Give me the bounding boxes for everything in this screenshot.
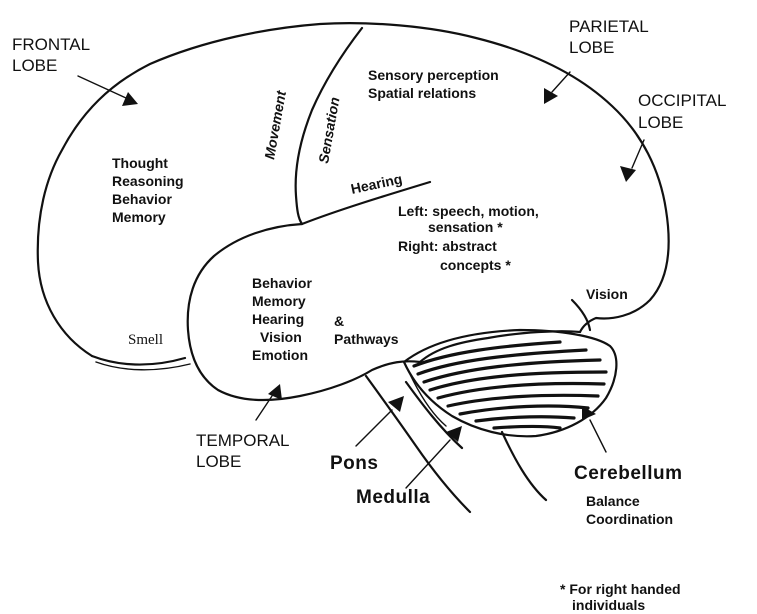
parietal-function: Spatial relations bbox=[368, 85, 476, 101]
lateral-fissure bbox=[300, 180, 432, 226]
temporal-function: Vision bbox=[260, 329, 302, 345]
frontal-underside-lower bbox=[95, 361, 191, 371]
cerebellum-outline bbox=[402, 328, 618, 438]
frontal-underside bbox=[90, 354, 187, 366]
parietal-lobe-label: PARIETAL bbox=[569, 17, 649, 36]
temporal-arrow bbox=[255, 384, 282, 421]
frontal-lobe-label-2: LOBE bbox=[12, 56, 57, 75]
frontal-function: Thought bbox=[112, 155, 168, 171]
medulla-arrow bbox=[405, 426, 462, 489]
hemisphere-right-2: concepts * bbox=[440, 257, 511, 273]
central-sulcus bbox=[294, 26, 364, 226]
parietal-function: Sensory perception bbox=[368, 67, 499, 83]
vision-label: Vision bbox=[586, 286, 628, 302]
occipital-arrow bbox=[620, 139, 645, 182]
occipital-lobe-label: OCCIPITAL bbox=[638, 91, 726, 110]
medulla-label: Medulla bbox=[356, 487, 430, 508]
cerebellum-folia bbox=[407, 340, 608, 430]
parietal-arrow bbox=[544, 71, 571, 104]
cerebellum-arrow bbox=[582, 406, 607, 453]
cerebrum-outline bbox=[36, 22, 670, 358]
cerebellum-function: Coordination bbox=[586, 511, 673, 527]
hemisphere-left-1: Left: speech, motion, bbox=[398, 203, 539, 219]
pons-line bbox=[364, 374, 472, 514]
footnote-line-1: * For right handed bbox=[560, 581, 681, 597]
pons-label: Pons bbox=[330, 453, 378, 474]
frontal-arrow bbox=[77, 75, 138, 106]
temporal-lobe-label-2: LOBE bbox=[196, 452, 241, 471]
temporal-function: Memory bbox=[252, 293, 306, 309]
frontal-lobe-label: FRONTAL bbox=[12, 35, 90, 54]
smell-label: Smell bbox=[128, 332, 163, 348]
temporal-lobe-label: TEMPORAL bbox=[196, 431, 290, 450]
parietal-lobe-label-2: LOBE bbox=[569, 38, 614, 57]
footnote-line-2: individuals bbox=[572, 597, 645, 613]
temporal-lobe-outline bbox=[186, 222, 422, 402]
movement-label: Movement bbox=[261, 88, 289, 160]
frontal-function: Memory bbox=[112, 209, 166, 225]
temporal-function: Emotion bbox=[252, 347, 308, 363]
vision-notch bbox=[570, 298, 592, 332]
frontal-function: Behavior bbox=[112, 191, 172, 207]
sensation-label: Sensation bbox=[315, 96, 342, 165]
hemisphere-right-1: Right: abstract bbox=[398, 238, 497, 254]
temporal-function: Behavior bbox=[252, 275, 312, 291]
brainstem-back bbox=[500, 430, 548, 502]
temporal-function: Hearing bbox=[252, 311, 304, 327]
temporal-ampersand: & bbox=[334, 313, 344, 329]
frontal-function: Reasoning bbox=[112, 173, 184, 189]
medulla-line bbox=[404, 380, 464, 450]
cerebellum-function: Balance bbox=[586, 493, 640, 509]
occipital-lobe-label-2: LOBE bbox=[638, 113, 683, 132]
cerebellum-label: Cerebellum bbox=[574, 463, 682, 484]
pons-arrow bbox=[355, 396, 404, 447]
temporal-pathways: Pathways bbox=[334, 331, 399, 347]
hemisphere-left-2: sensation * bbox=[428, 219, 503, 235]
